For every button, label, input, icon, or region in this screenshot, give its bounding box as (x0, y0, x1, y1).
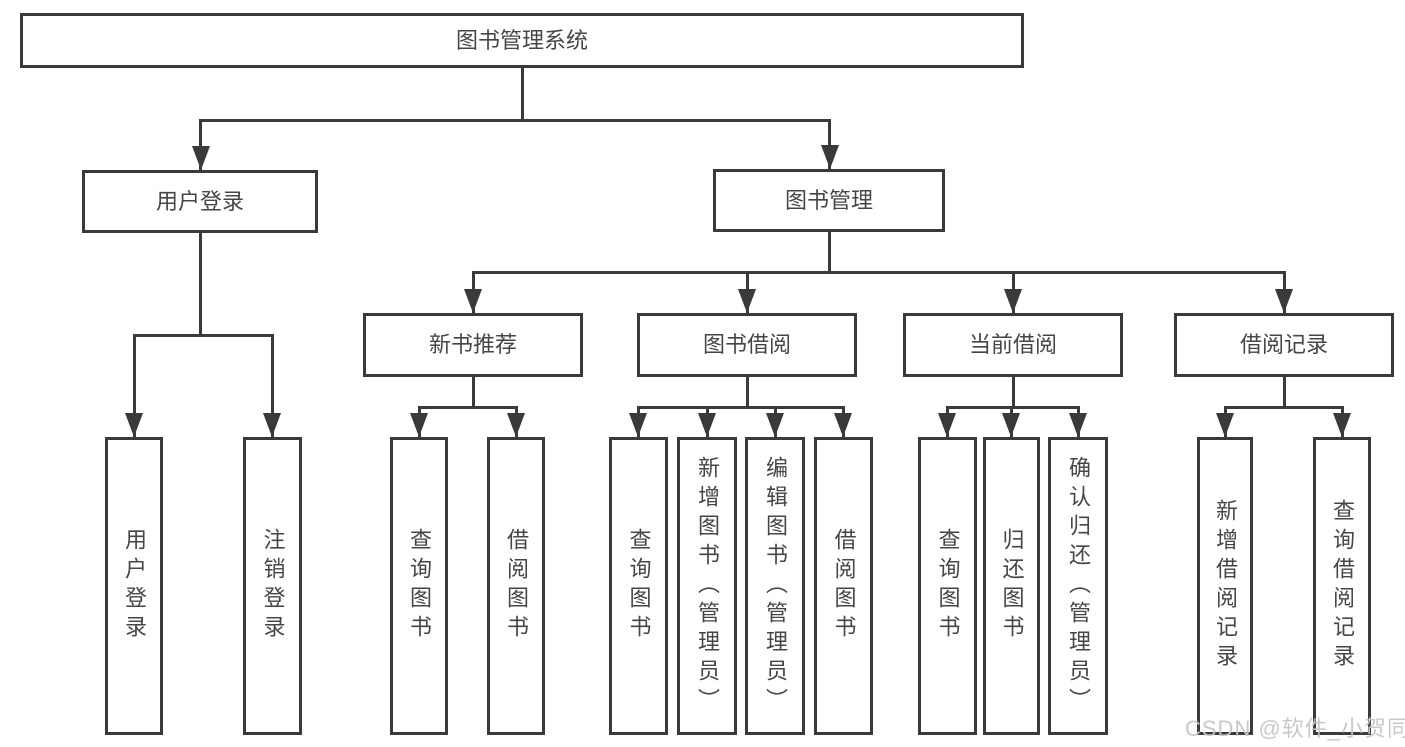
leaf-query-borrow-record: 查询借阅记录 (1313, 437, 1371, 735)
connector-line (637, 406, 845, 409)
connector-line (1283, 376, 1286, 408)
connector-line (133, 334, 274, 337)
connector-line (199, 232, 202, 336)
connector-line (1012, 376, 1015, 408)
leaf-add-book-admin: 新增图书（管理员） (677, 437, 737, 735)
node-current-borrow: 当前借阅 (903, 313, 1123, 377)
node-book-borrow: 图书借阅 (637, 313, 857, 377)
leaf-return-book: 归还图书 (983, 437, 1040, 735)
connector-line (418, 406, 518, 409)
leaf-borrow-book: 借阅图书 (814, 437, 873, 735)
leaf-logout: 注销登录 (243, 437, 302, 735)
connector-line (133, 334, 136, 437)
connector-line (199, 119, 202, 170)
connector-line (946, 406, 1080, 409)
connector-line (746, 376, 749, 408)
arrowhead-down-icon (738, 289, 756, 313)
leaf-query-book: 查询图书 (390, 437, 448, 735)
node-new-book-recommend: 新书推荐 (363, 313, 583, 377)
connector-line (472, 376, 475, 408)
node-library-system: 图书管理系统 (20, 13, 1024, 68)
connector-line (828, 119, 831, 169)
arrowhead-down-icon (1069, 413, 1087, 437)
leaf-confirm-return-admin: 确认归还（管理员） (1048, 437, 1108, 735)
leaf-user-login: 用户登录 (105, 437, 163, 735)
node-user-login: 用户登录 (82, 170, 318, 233)
connector-line (828, 231, 831, 273)
leaf-edit-book-admin: 编辑图书（管理员） (745, 437, 805, 735)
node-book-management: 图书管理 (713, 169, 945, 232)
connector-line (199, 119, 831, 122)
arrowhead-down-icon (1333, 413, 1351, 437)
leaf-borrow-book: 借阅图书 (487, 437, 545, 735)
leaf-query-book: 查询图书 (609, 437, 668, 735)
leaf-query-book: 查询图书 (918, 437, 977, 735)
arrowhead-down-icon (263, 413, 281, 437)
connector-line (1224, 406, 1344, 409)
arrowhead-down-icon (125, 413, 143, 437)
arrowhead-down-icon (698, 413, 716, 437)
connector-line (271, 334, 274, 437)
arrowhead-down-icon (1216, 413, 1234, 437)
arrowhead-down-icon (1275, 289, 1293, 313)
connector-line (472, 271, 1286, 274)
arrowhead-down-icon (1004, 289, 1022, 313)
arrowhead-down-icon (464, 289, 482, 313)
arrowhead-down-icon (834, 413, 852, 437)
arrowhead-down-icon (507, 413, 525, 437)
connector-line (521, 68, 524, 120)
leaf-add-borrow-record: 新增借阅记录 (1197, 437, 1253, 735)
arrowhead-down-icon (821, 145, 839, 169)
arrowhead-down-icon (192, 146, 210, 170)
arrowhead-down-icon (629, 413, 647, 437)
arrowhead-down-icon (766, 413, 784, 437)
watermark-text: CSDN @软件_小贺同学 (1185, 716, 1405, 741)
node-borrow-records: 借阅记录 (1174, 313, 1394, 377)
arrowhead-down-icon (410, 413, 428, 437)
arrowhead-down-icon (938, 413, 956, 437)
arrowhead-down-icon (1002, 413, 1020, 437)
